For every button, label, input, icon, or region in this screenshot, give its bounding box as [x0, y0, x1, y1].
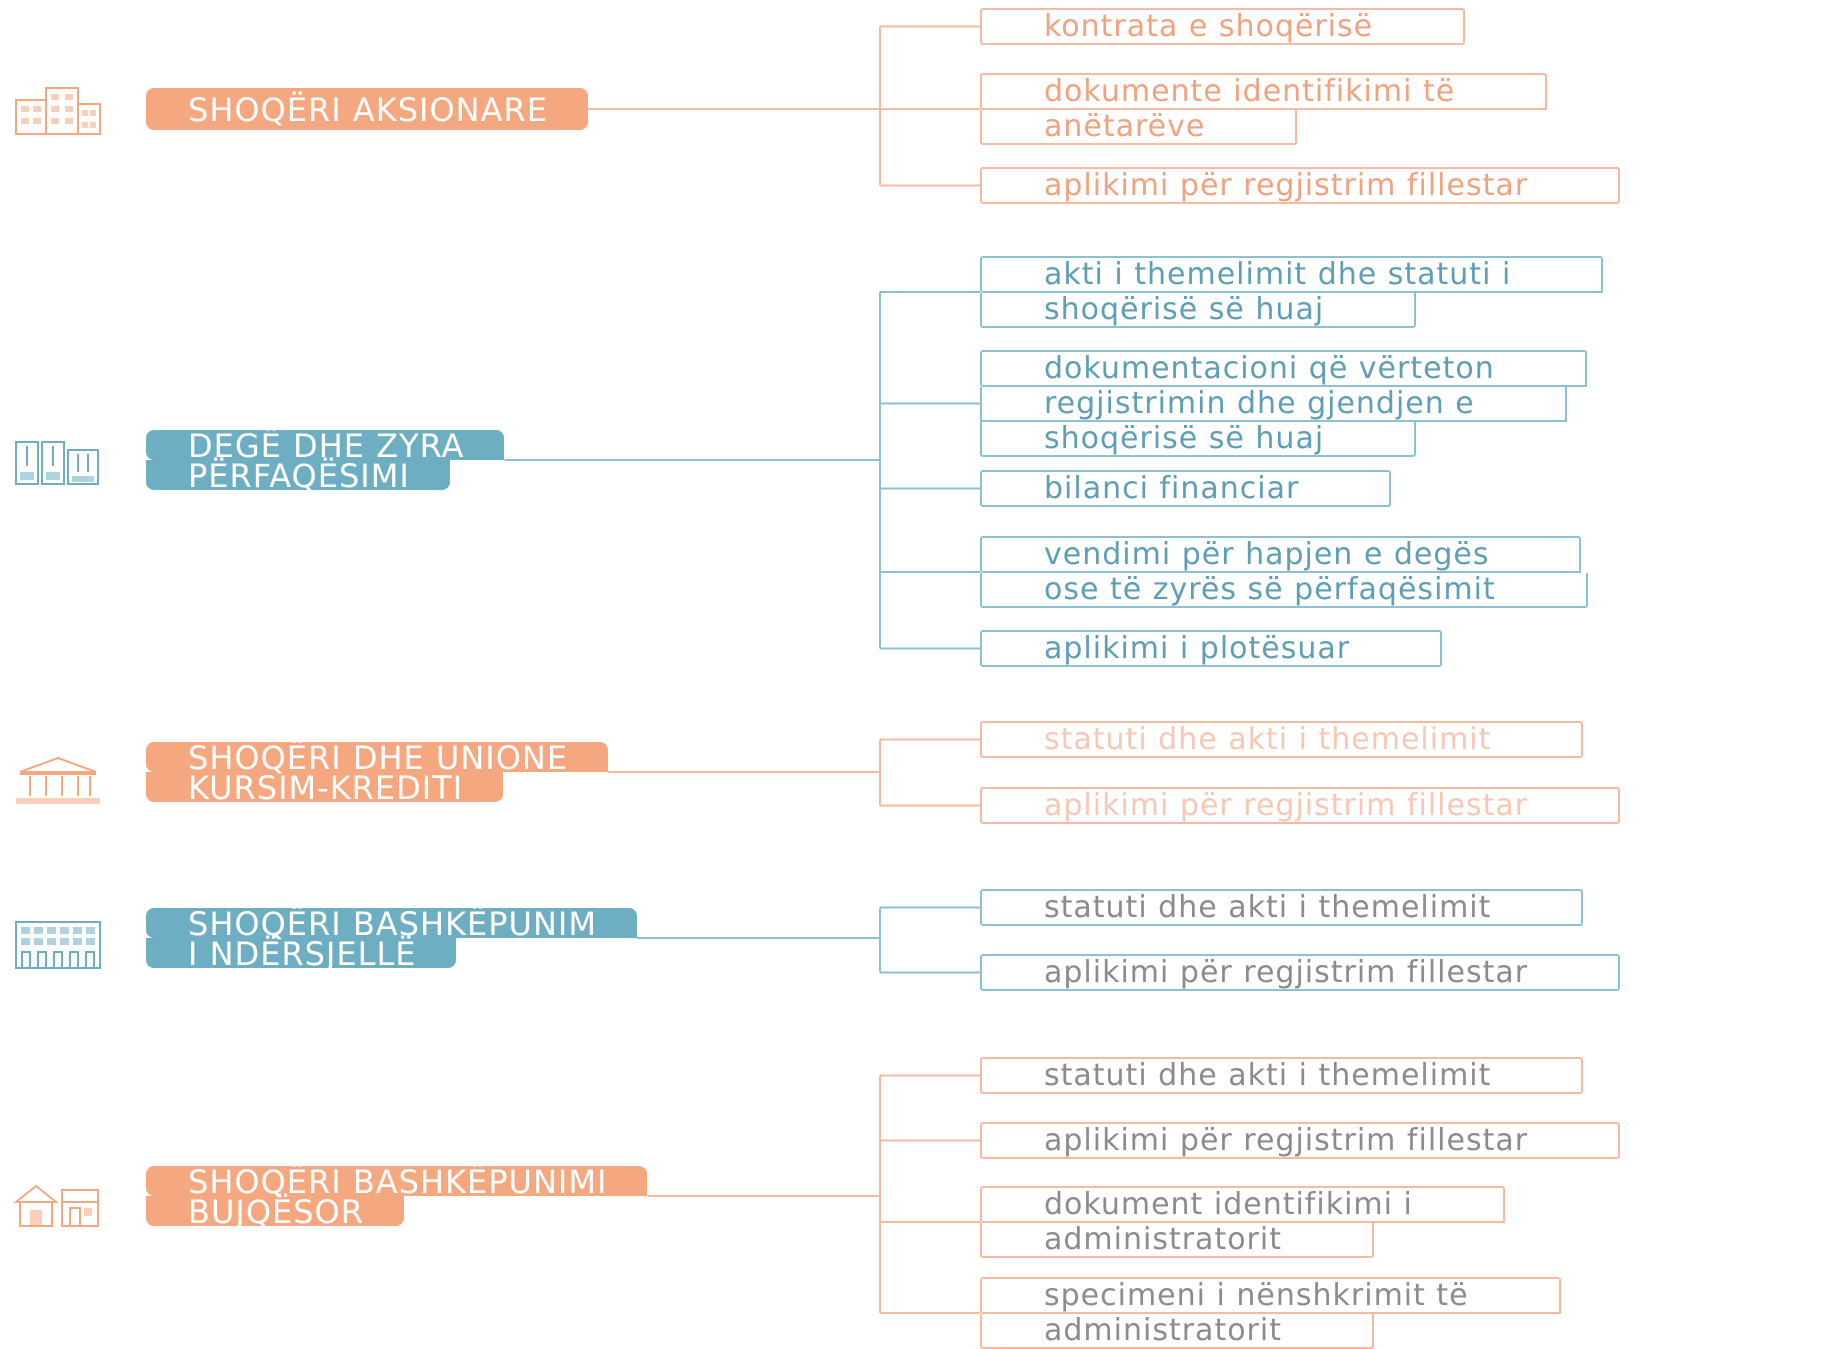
document-item: bilanci financiar [980, 470, 1392, 507]
document-item: aplikimi për regjistrim fillestar [980, 954, 1621, 991]
document-item-line: aplikimi për regjistrim fillestar [980, 167, 1621, 204]
category-label-line: SHOQËRI DHE UNIONE [146, 742, 609, 774]
document-item-line: regjistrimin dhe gjendjen e [980, 387, 1567, 422]
bank-columns-icon [12, 754, 104, 806]
document-item-line: aplikimi i plotësuar [980, 630, 1443, 667]
document-item-line: bilanci financiar [980, 470, 1392, 507]
document-item-line: administratorit [980, 1314, 1374, 1349]
document-item: aplikimi për regjistrim fillestar [980, 787, 1621, 824]
document-item: aplikimi për regjistrim fillestar [980, 1122, 1621, 1159]
document-item-line: aplikimi për regjistrim fillestar [980, 1122, 1621, 1159]
document-item-line: anëtarëve [980, 110, 1298, 145]
document-item-line: aplikimi për regjistrim fillestar [980, 954, 1621, 991]
document-item: statuti dhe akti i themelimit [980, 721, 1584, 758]
document-item: aplikimi i plotësuar [980, 630, 1443, 667]
branch-offices-icon [12, 436, 104, 488]
category-label: SHOQËRI AKSIONARE [146, 88, 588, 130]
category-label-line: SHOQËRI AKSIONARE [146, 88, 588, 130]
document-item: kontrata e shoqërisë [980, 8, 1466, 45]
category-label-line: SHOQËRI BASHKËPUNIM [146, 908, 637, 940]
document-item-line: specimeni i nënshkrimit të [980, 1277, 1561, 1314]
document-item-line: vendimi për hapjen e degës [980, 536, 1582, 573]
document-item-line: shoqërisë së huaj [980, 293, 1417, 328]
document-item-line: statuti dhe akti i themelimit [980, 889, 1584, 926]
document-item-line: shoqërisë së huaj [980, 422, 1417, 457]
document-item: statuti dhe akti i themelimit [980, 889, 1584, 926]
category-label-line: DEGË DHE ZYRA [146, 430, 505, 462]
document-item-line: akti i themelimit dhe statuti i [980, 256, 1604, 293]
category-label-line: SHOQËRI BASHKËPUNIMI [146, 1166, 648, 1198]
apartment-building-icon [12, 918, 104, 970]
document-item-line: statuti dhe akti i themelimit [980, 721, 1584, 758]
document-item-line: administratorit [980, 1223, 1374, 1258]
category-label-line: PËRFAQËSIMI [146, 460, 450, 492]
document-item-line: aplikimi për regjistrim fillestar [980, 787, 1621, 824]
document-item: aplikimi për regjistrim fillestar [980, 167, 1621, 204]
category-label-line: BUJQËSOR [146, 1196, 404, 1228]
farm-house-icon [12, 1176, 104, 1228]
office-building-icon [12, 84, 104, 136]
document-item-line: dokument identifikimi i [980, 1186, 1505, 1223]
document-item-line: kontrata e shoqërisë [980, 8, 1466, 45]
document-item-line: ose të zyrës së përfaqësimit [980, 573, 1588, 608]
document-item-line: dokumentacioni që vërteton [980, 350, 1587, 387]
category-label-line: KURSIM-KREDITI [146, 772, 504, 804]
document-item-line: statuti dhe akti i themelimit [980, 1057, 1584, 1094]
document-item: statuti dhe akti i themelimit [980, 1057, 1584, 1094]
category-label-line: I NDËRSJELLË [146, 938, 457, 970]
document-item-line: dokumente identifikimi të [980, 73, 1548, 110]
